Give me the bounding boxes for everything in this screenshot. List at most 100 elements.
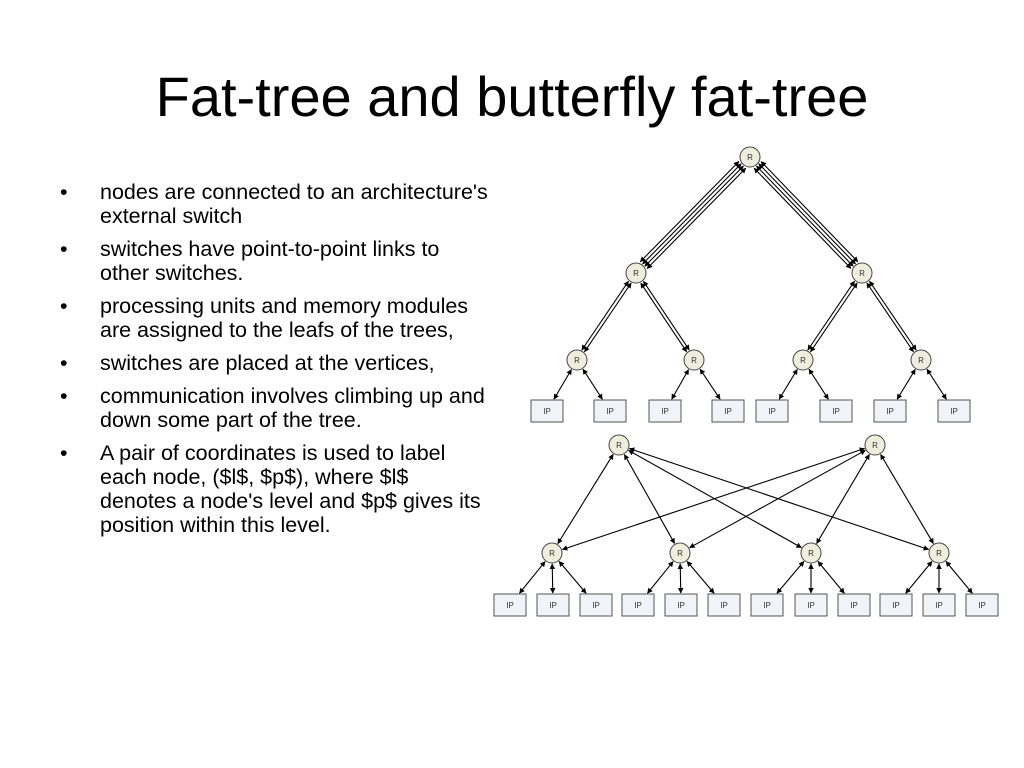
link-line: [644, 165, 744, 267]
svg-text:IP: IP: [807, 601, 815, 610]
link-line: [869, 280, 917, 351]
fat-tree-router-l1: R: [625, 262, 647, 284]
svg-text:IP: IP: [592, 601, 600, 610]
link-line: [623, 454, 676, 544]
fat-tree-router-l2: R: [792, 349, 814, 371]
slide-title: Fat-tree and butterfly fat-tree: [155, 65, 869, 128]
svg-text:IP: IP: [506, 601, 514, 610]
link-line: [905, 561, 933, 594]
link-line: [646, 167, 747, 269]
link-line: [647, 561, 674, 594]
svg-text:R: R: [549, 549, 555, 558]
fat-tree-router-l2: R: [566, 349, 588, 371]
svg-text:R: R: [574, 356, 580, 365]
link-line: [866, 282, 914, 353]
link-line: [553, 369, 572, 400]
svg-text:IP: IP: [832, 407, 840, 416]
svg-text:IP: IP: [720, 601, 728, 610]
svg-text:IP: IP: [549, 601, 557, 610]
link-line: [677, 563, 684, 594]
bullet-list: nodes are connected to an architecture's…: [58, 180, 490, 546]
svg-text:IP: IP: [634, 601, 642, 610]
fat-tree-ip-node: IP: [937, 399, 971, 423]
bft-ip-node: IP: [707, 593, 741, 617]
fat-tree-ip-node: IP: [873, 399, 907, 423]
svg-text:IP: IP: [677, 601, 685, 610]
link-line: [758, 163, 856, 265]
link-line: [581, 280, 629, 351]
link-line: [686, 560, 715, 594]
link-line: [880, 453, 934, 545]
link-line: [808, 368, 829, 400]
link-line: [817, 561, 845, 594]
svg-text:IP: IP: [768, 407, 776, 416]
fat-tree-ip-node: IP: [755, 399, 789, 423]
links-layer: [519, 161, 973, 594]
bullet-item: nodes are connected to an architecture's…: [58, 180, 490, 228]
fat-tree-router-l2: R: [683, 349, 705, 371]
svg-text:R: R: [616, 441, 622, 450]
svg-text:IP: IP: [935, 601, 943, 610]
bullet-item: processing units and memory modules are …: [58, 294, 490, 342]
link-line: [816, 453, 870, 545]
nodes-layer: R R R R R R R IP IP IP IP IP IP IP IP R R R R R R IP IP IP IP IP I…: [493, 146, 999, 617]
svg-text:R: R: [808, 549, 814, 558]
bullet-item: communication involves climbing up and d…: [58, 384, 490, 432]
link-line: [640, 282, 688, 353]
svg-text:IP: IP: [950, 407, 958, 416]
bft-ip-node: IP: [750, 593, 784, 617]
bft-top-router: R: [864, 434, 886, 456]
fat-tree-ip-node: IP: [819, 399, 853, 423]
link-line: [642, 280, 690, 351]
svg-text:IP: IP: [763, 601, 771, 610]
bft-leaf-router: R: [800, 542, 822, 564]
bft-ip-node: IP: [837, 593, 871, 617]
link-line: [582, 368, 603, 400]
bft-ip-node: IP: [579, 593, 613, 617]
svg-text:IP: IP: [978, 601, 986, 610]
link-line: [756, 165, 854, 267]
bullet-item: A pair of coordinates is used to label e…: [58, 441, 490, 537]
fat-tree-ip-node: IP: [593, 399, 627, 423]
svg-text:IP: IP: [724, 407, 732, 416]
svg-text:R: R: [936, 549, 942, 558]
bullet-item: switches have point-to-point links to ot…: [58, 237, 490, 285]
bft-ip-node: IP: [794, 593, 828, 617]
svg-text:R: R: [918, 356, 924, 365]
link-line: [557, 453, 614, 545]
link-line: [807, 280, 855, 351]
fat-tree-ip-node: IP: [530, 399, 564, 423]
svg-text:R: R: [859, 269, 865, 278]
bullet-item: switches are placed at the vertices,: [58, 351, 490, 375]
fat-tree-router-l2: R: [910, 349, 932, 371]
link-line: [945, 561, 973, 594]
svg-text:IP: IP: [892, 601, 900, 610]
link-line: [926, 368, 947, 400]
svg-text:IP: IP: [543, 407, 551, 416]
link-line: [699, 368, 721, 400]
fat-tree-root-router: R: [739, 146, 761, 168]
svg-text:R: R: [747, 153, 753, 162]
fat-tree-ip-node: IP: [648, 399, 682, 423]
link-line: [519, 561, 546, 594]
link-line: [639, 161, 740, 263]
link-line: [753, 167, 852, 269]
bft-ip-node: IP: [965, 593, 999, 617]
svg-text:R: R: [677, 549, 683, 558]
svg-text:R: R: [633, 269, 639, 278]
bft-ip-node: IP: [879, 593, 913, 617]
bft-leaf-router: R: [928, 542, 950, 564]
bft-leaf-router: R: [541, 542, 563, 564]
bft-ip-node: IP: [536, 593, 570, 617]
link-line: [558, 560, 587, 594]
svg-text:R: R: [800, 356, 806, 365]
link-line: [642, 163, 742, 265]
link-line: [760, 161, 859, 263]
link-line: [778, 368, 798, 400]
svg-text:IP: IP: [850, 601, 858, 610]
fat-tree-router-l1: R: [851, 262, 873, 284]
svg-text:IP: IP: [886, 407, 894, 416]
bft-ip-node: IP: [664, 593, 698, 617]
fat-tree-ip-node: IP: [711, 399, 745, 423]
